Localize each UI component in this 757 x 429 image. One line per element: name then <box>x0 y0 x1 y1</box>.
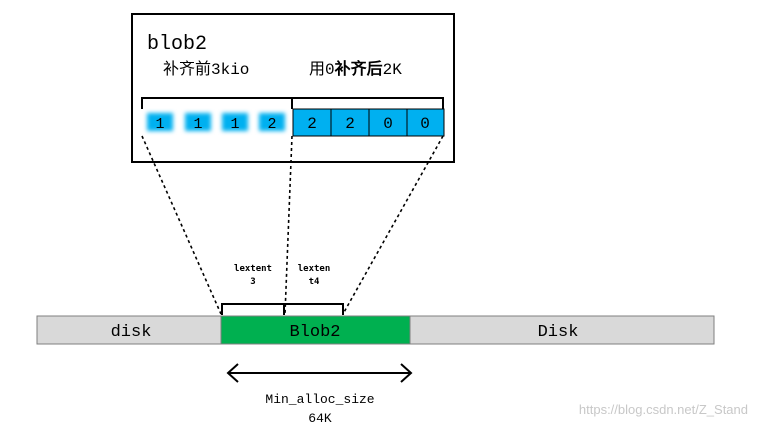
disk-right-label: Disk <box>538 323 579 342</box>
blurred-cell-value: 1 <box>155 116 164 133</box>
extent-right-bracket <box>283 303 344 315</box>
filled-cell <box>330 108 370 137</box>
extent-right-label-line2: t4 <box>309 277 320 287</box>
watermark: https://blog.csdn.net/Z_Stand <box>579 402 748 417</box>
blurred-cell-value: 1 <box>230 116 239 133</box>
blurred-cell <box>222 113 248 131</box>
projection-lines <box>141 135 444 315</box>
extent-right-label-line1: lexten <box>298 264 331 274</box>
alloc-size-value: 64K <box>308 411 332 426</box>
extent-left-label-line1: lextent <box>234 264 272 274</box>
blurred-cell <box>147 113 173 131</box>
arrow-left-head <box>226 363 239 383</box>
filled-cell-value: 0 <box>420 115 430 133</box>
after-bracket <box>291 97 444 109</box>
filled-cell-value: 0 <box>383 115 393 133</box>
extent-left-label-line2: 3 <box>250 277 255 287</box>
blob-title: blob2 <box>147 33 207 56</box>
after-label: 用0补齐后2K <box>309 59 402 79</box>
disk-right-segment <box>409 315 715 345</box>
blurred-cells: 1 1 1 2 <box>147 113 285 133</box>
blob2-segment <box>220 315 411 345</box>
filled-cells: 2 2 0 0 <box>292 108 445 137</box>
before-label: 补齐前3kio <box>163 60 249 79</box>
blurred-cell <box>259 113 285 131</box>
filled-cell <box>406 108 445 137</box>
disk-left-segment <box>36 315 222 345</box>
extent-left-bracket <box>221 303 285 315</box>
projection-line <box>342 135 444 315</box>
projection-line <box>141 135 222 315</box>
blurred-cell-value: 1 <box>193 116 202 133</box>
arrow-right-head <box>400 363 413 383</box>
blurred-cell <box>185 113 211 131</box>
blob-box <box>131 13 455 163</box>
filled-cell-value: 2 <box>307 115 317 133</box>
blob2-label: Blob2 <box>289 323 340 342</box>
alloc-size-label: Min_alloc_size <box>265 392 374 407</box>
blurred-cell-value: 2 <box>267 116 276 133</box>
filled-cell <box>368 108 408 137</box>
disk-left-label: disk <box>111 323 152 342</box>
filled-cell <box>292 108 332 137</box>
filled-cell-value: 2 <box>345 115 355 133</box>
